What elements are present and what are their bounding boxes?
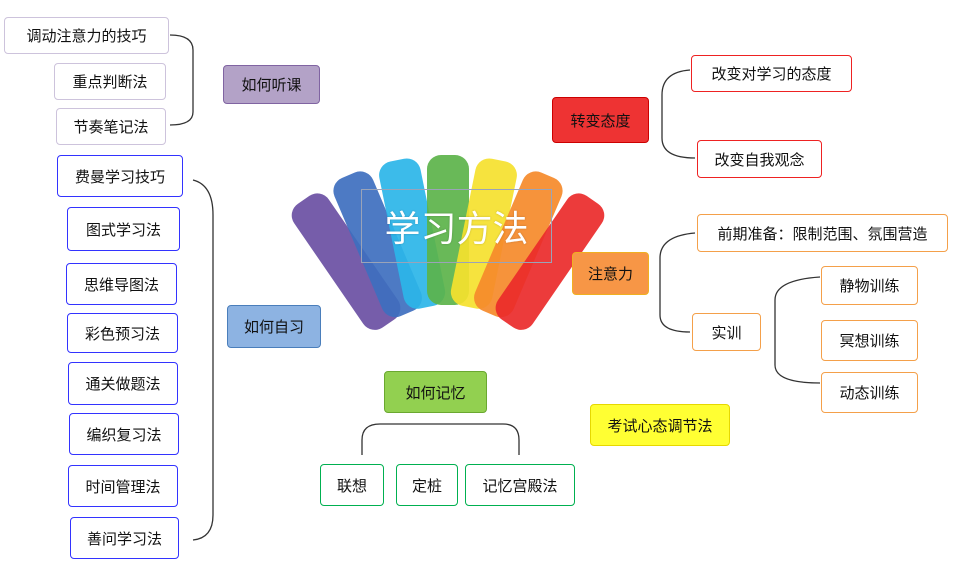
node-exercise[interactable]: 通关做题法: [68, 362, 178, 405]
node-training[interactable]: 实训: [692, 313, 761, 351]
node-time[interactable]: 时间管理法: [68, 465, 178, 507]
node-question[interactable]: 善问学习法: [70, 517, 179, 559]
bracket-attitude: [661, 69, 696, 159]
node-change-attitude[interactable]: 改变对学习的态度: [691, 55, 852, 92]
node-feynman[interactable]: 费曼学习技巧: [57, 155, 183, 197]
rainbow-band: [450, 158, 517, 309]
node-memory-palace[interactable]: 记忆宫殿法: [465, 464, 575, 506]
node-attention-skills[interactable]: 调动注意力的技巧: [4, 17, 169, 54]
node-preparation[interactable]: 前期准备：限制范围、氛围营造: [697, 214, 948, 252]
bracket-training: [774, 276, 821, 384]
rainbow-band: [333, 171, 422, 318]
node-review[interactable]: 编织复习法: [69, 413, 179, 455]
node-color-preview[interactable]: 彩色预习法: [67, 313, 178, 353]
node-meditation-training[interactable]: 冥想训练: [821, 320, 918, 361]
topic-self-study[interactable]: 如何自习: [227, 305, 321, 348]
bracket-self: [192, 179, 214, 541]
node-peg[interactable]: 定桩: [396, 464, 458, 506]
topic-memory[interactable]: 如何记忆: [384, 371, 487, 413]
topic-exam-mindset[interactable]: 考试心态调节法: [590, 404, 730, 446]
central-topic[interactable]: 学习方法: [361, 189, 552, 263]
node-dynamic-training[interactable]: 动态训练: [821, 372, 918, 413]
bracket-listen: [169, 34, 194, 126]
topic-listen[interactable]: 如何听课: [223, 65, 320, 104]
node-key-point[interactable]: 重点判断法: [54, 63, 166, 100]
topic-attitude[interactable]: 转变态度: [552, 97, 649, 143]
node-still-training[interactable]: 静物训练: [821, 266, 918, 305]
rainbow-band: [474, 171, 563, 318]
rainbow-band: [291, 193, 401, 330]
node-change-self[interactable]: 改变自我观念: [697, 140, 822, 178]
rainbow-band: [495, 193, 605, 330]
rainbow-fan: [291, 155, 605, 330]
node-mindmap[interactable]: 思维导图法: [66, 263, 177, 305]
bracket-attention: [659, 232, 696, 333]
topic-attention[interactable]: 注意力: [572, 252, 649, 295]
node-schema[interactable]: 图式学习法: [67, 207, 180, 251]
bracket-memory: [361, 423, 520, 455]
node-rhythm-notes[interactable]: 节奏笔记法: [56, 108, 166, 145]
node-association[interactable]: 联想: [320, 464, 384, 506]
